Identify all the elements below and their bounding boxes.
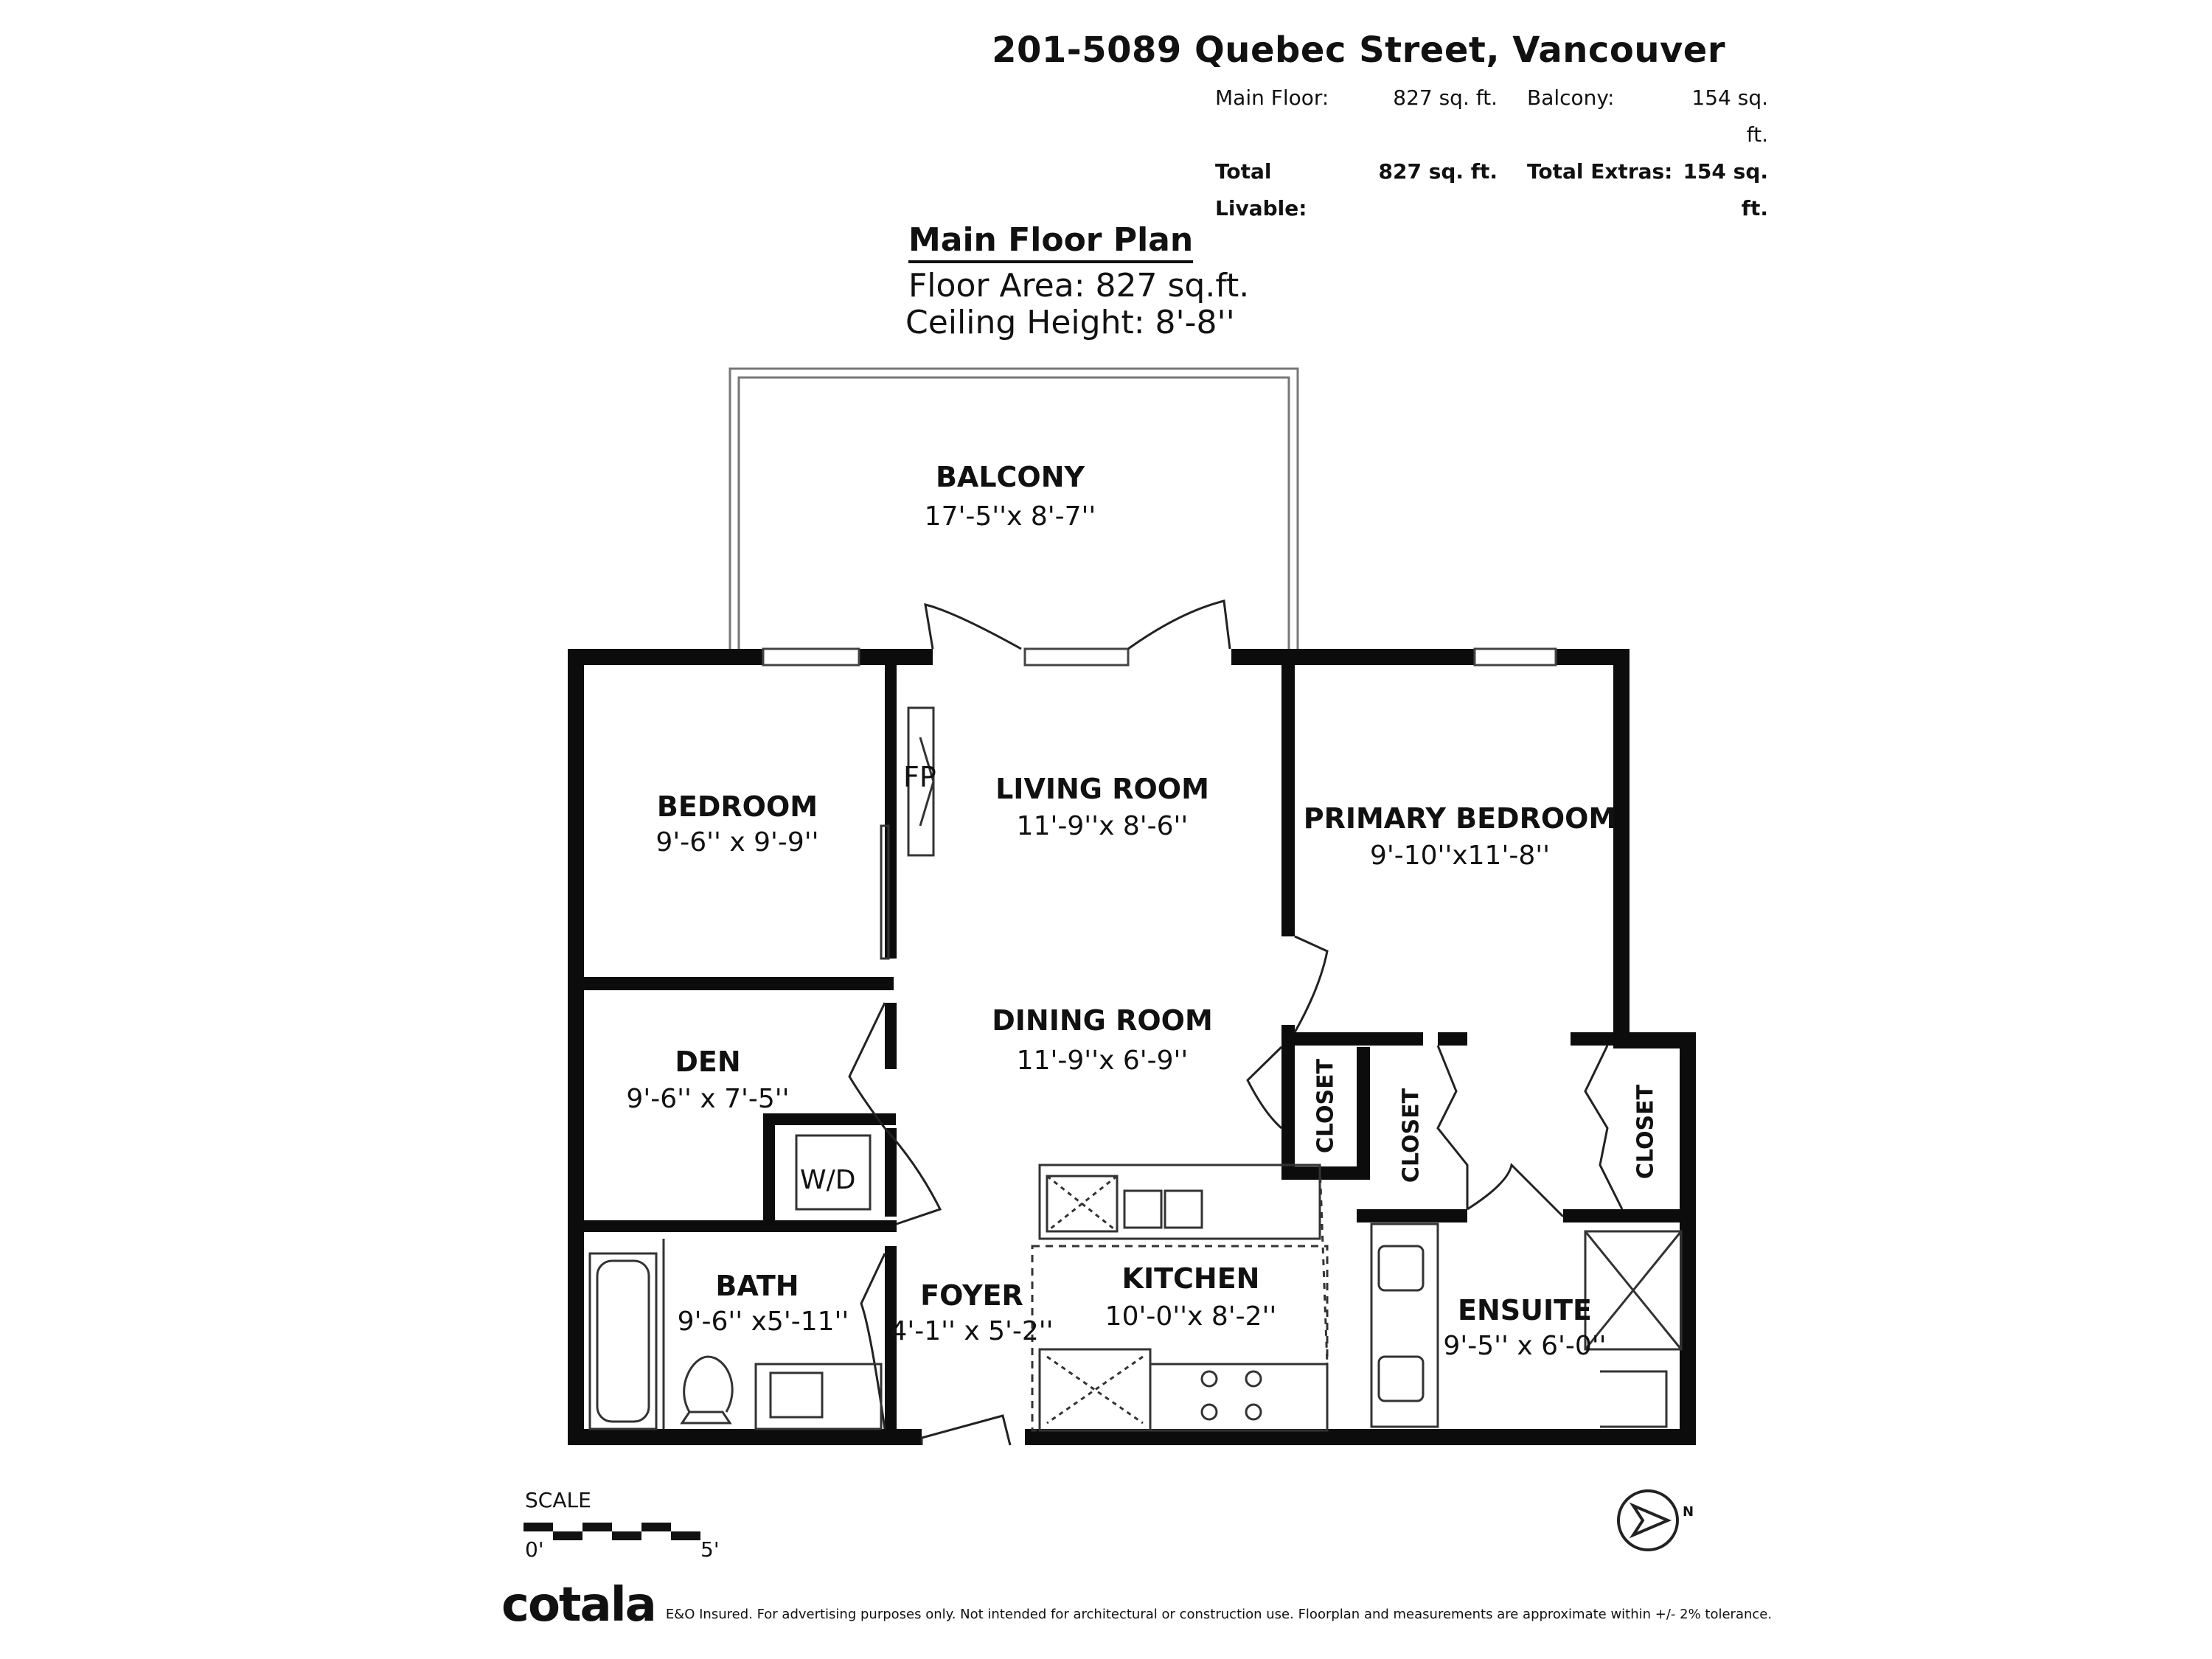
compass-north-label: N xyxy=(1683,1504,1694,1520)
disclaimer: E&O Insured. For advertising purposes on… xyxy=(665,1607,1773,1622)
room-dims-den: 9'-6'' x 7'-5'' xyxy=(626,1084,790,1114)
room-dims-bedroom: 9'-6'' x 9'-9'' xyxy=(655,827,819,858)
scale-end: 5' xyxy=(700,1537,720,1562)
total-extras-value: 154 sq. ft. xyxy=(1683,159,1768,220)
room-name-den: DEN xyxy=(675,1046,741,1078)
area-summary: Main Floor: 827 sq. ft. Balcony: 154 sq.… xyxy=(1215,80,1768,227)
total-livable-value: 827 sq. ft. xyxy=(1378,159,1498,184)
scale-start: 0' xyxy=(525,1537,544,1562)
closet-label-3: CLOSET xyxy=(1632,1084,1659,1180)
closet-label-1: CLOSET xyxy=(1312,1058,1339,1154)
fireplace xyxy=(880,706,935,960)
room-name-balcony: BALCONY xyxy=(935,461,1085,493)
room-dims-kitchen: 10'-0''x 8'-2'' xyxy=(1105,1301,1277,1332)
main-floor-value: 827 sq. ft. xyxy=(1393,86,1498,110)
room-dims-balcony: 17'-5''x 8'-7'' xyxy=(924,501,1096,532)
balcony-outline xyxy=(728,367,1299,660)
fireplace-label: FP xyxy=(903,761,936,793)
address-header: 201-5089 Quebec Street, Vancouver xyxy=(992,29,1725,71)
scale-title: SCALE xyxy=(525,1488,591,1512)
doors xyxy=(848,599,1624,1446)
room-name-dining-room: DINING ROOM xyxy=(992,1004,1213,1037)
windows xyxy=(762,647,1557,667)
closet-label-2: CLOSET xyxy=(1398,1088,1425,1183)
plan-title: Main Floor Plan xyxy=(908,221,1194,263)
balcony-value: 154 sq. ft. xyxy=(1691,86,1768,147)
room-dims-living-room: 11'-9''x 8'-6'' xyxy=(1016,811,1189,841)
room-dims-ensuite: 9'-5'' x 6'-0'' xyxy=(1443,1331,1607,1361)
room-name-bedroom: BEDROOM xyxy=(656,790,818,823)
scale-bar xyxy=(524,1523,700,1540)
exterior-walls xyxy=(568,649,1696,1445)
property-address: 201-5089 Quebec Street, Vancouver xyxy=(992,29,1725,71)
room-name-kitchen: KITCHEN xyxy=(1121,1262,1260,1295)
balcony-label: Balcony: xyxy=(1527,86,1615,110)
room-name-bath: BATH xyxy=(715,1270,799,1302)
kitchen-fixtures xyxy=(1031,1164,1329,1432)
interior-walls xyxy=(584,649,1688,1438)
room-dims-bath: 9'-6'' x5'-11'' xyxy=(677,1307,849,1337)
brand-logo: cotala xyxy=(501,1578,657,1632)
total-extras-label: Total Extras: xyxy=(1527,159,1673,184)
room-dims-foyer: 4'-1'' x 5'-2'' xyxy=(890,1316,1054,1346)
bath-fixtures xyxy=(588,1134,883,1430)
washer-dryer-label: W/D xyxy=(800,1165,856,1195)
compass-icon xyxy=(1617,1489,1679,1551)
room-name-primary-bedroom: PRIMARY BEDROOM xyxy=(1303,802,1617,835)
room-dims-primary-bedroom: 9'-10''x11'-8'' xyxy=(1369,841,1551,871)
room-name-living-room: LIVING ROOM xyxy=(995,773,1209,805)
footer: cotala E&O Insured. For advertising purp… xyxy=(501,1578,1772,1632)
total-livable-label: Total Livable: xyxy=(1215,159,1307,220)
main-floor-label: Main Floor: xyxy=(1215,86,1329,110)
ceiling-height: Ceiling Height: 8'-8'' xyxy=(905,304,1235,341)
floor-area: Floor Area: 827 sq.ft. xyxy=(908,267,1250,305)
room-name-ensuite: ENSUITE xyxy=(1457,1294,1593,1326)
room-name-foyer: FOYER xyxy=(920,1279,1023,1312)
room-dims-dining-room: 11'-9''x 6'-9'' xyxy=(1016,1046,1189,1076)
ensuite-fixtures xyxy=(1370,1222,1683,1428)
